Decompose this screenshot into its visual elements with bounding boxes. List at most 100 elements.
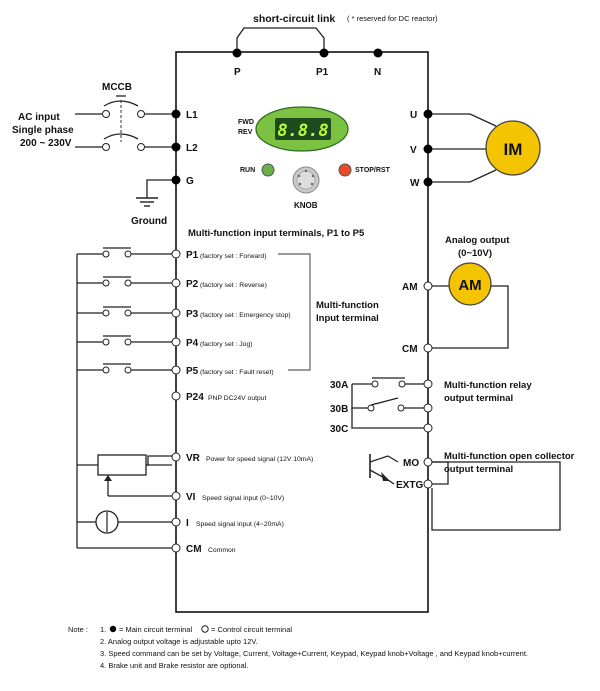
stop-rst-label: STOP/RST bbox=[355, 167, 391, 174]
terminal-vi-desc: Speed signal input (0~10V) bbox=[202, 495, 284, 502]
input-group-label-1: Multi-function bbox=[316, 300, 379, 311]
knob-label: KNOB bbox=[294, 201, 318, 210]
note-1-control: = Control circuit terminal bbox=[211, 625, 292, 634]
terminal-extg-circle bbox=[423, 479, 433, 489]
analog-output-range: (0~10V) bbox=[458, 248, 492, 259]
terminal-u-label: U bbox=[410, 110, 417, 121]
analog-output-title: Analog output bbox=[445, 235, 510, 246]
ground-label: Ground bbox=[131, 216, 167, 227]
terminal-v-label: V bbox=[410, 145, 417, 156]
terminal-w-label: W bbox=[410, 178, 420, 189]
terminal-p-dot bbox=[232, 48, 242, 58]
terminal-am-circle bbox=[423, 281, 433, 291]
terminal-g-label: G bbox=[186, 176, 194, 187]
main-terminal-legend-dot bbox=[109, 625, 117, 633]
note-1-main: = Main circuit terminal bbox=[119, 625, 192, 634]
relay-contacts bbox=[351, 377, 424, 429]
terminal-p24-desc: PNP DC24V output bbox=[208, 395, 267, 402]
note-2: 2. Analog output voltage is adjustable u… bbox=[100, 637, 258, 646]
transistor-icon bbox=[369, 454, 399, 485]
ac-input-line2: Single phase bbox=[12, 125, 74, 136]
input-group-label-2: Input terminal bbox=[316, 313, 379, 324]
terminal-p2-desc: (factory set : Reverse) bbox=[200, 282, 267, 289]
mccb-label: MCCB bbox=[102, 82, 132, 93]
input-switch-p4 bbox=[77, 335, 181, 347]
terminal-p2-input-label: P2 bbox=[186, 279, 199, 290]
control-terminal-legend-circle bbox=[201, 625, 209, 633]
terminal-p5-desc: (factory set : Fault reset) bbox=[200, 369, 274, 376]
inputs-heading: Multi-function input terminals, P1 to P5 bbox=[188, 228, 365, 239]
terminal-cm-out-circle bbox=[423, 343, 433, 353]
input-group-bracket bbox=[278, 253, 311, 371]
fwd-label: FWD bbox=[238, 119, 254, 126]
terminal-30c-circle bbox=[423, 423, 433, 433]
relay-label-2: output terminal bbox=[444, 393, 513, 404]
terminal-p-label: P bbox=[234, 67, 241, 78]
terminal-i-label: I bbox=[186, 518, 189, 529]
terminal-am-label: AM bbox=[402, 282, 418, 293]
terminal-p3-input-label: P3 bbox=[186, 309, 199, 320]
input-switch-p5 bbox=[77, 363, 181, 375]
run-button[interactable] bbox=[261, 163, 275, 177]
terminal-i-circle bbox=[171, 517, 181, 527]
terminal-p4-input-label: P4 bbox=[186, 338, 199, 349]
input-switch-p3 bbox=[77, 306, 181, 318]
terminal-vr-circle bbox=[171, 452, 181, 462]
rev-label: REV bbox=[238, 129, 253, 136]
run-label: RUN bbox=[240, 167, 255, 174]
terminal-n-label: N bbox=[374, 67, 381, 78]
short-circuit-link-label: short-circuit link bbox=[253, 13, 335, 25]
terminal-p1-desc: (factory set : Forward) bbox=[200, 253, 266, 260]
analog-meter-label: AM bbox=[458, 277, 481, 294]
terminal-cm-label: CM bbox=[186, 544, 202, 555]
oc-label-1: Multi-function open collector bbox=[444, 451, 575, 462]
analog-meter bbox=[448, 262, 492, 306]
led-display bbox=[275, 118, 331, 140]
terminal-30a-circle bbox=[423, 379, 433, 389]
short-circuit-link-wire bbox=[236, 27, 325, 52]
terminal-i-desc: Speed signal input (4~20mA) bbox=[196, 521, 284, 528]
stop-rst-button[interactable] bbox=[338, 163, 352, 177]
terminal-p24-circle bbox=[171, 391, 181, 401]
terminal-30b-circle bbox=[423, 403, 433, 413]
terminal-extg-label: EXTG bbox=[396, 480, 423, 491]
note-4: 4. Brake unit and Brake resistor are opt… bbox=[100, 661, 248, 670]
terminal-30b-label: 30B bbox=[330, 404, 348, 415]
notes-prefix: Note : bbox=[68, 625, 88, 634]
terminal-30c-label: 30C bbox=[330, 424, 348, 435]
terminal-n-dot bbox=[373, 48, 383, 58]
terminal-cm-circle bbox=[171, 543, 181, 553]
terminal-vr-desc: Power for speed signal (12V 10mA) bbox=[206, 456, 313, 463]
note-1-number: 1. bbox=[100, 625, 106, 634]
potentiometer bbox=[97, 454, 147, 476]
relay-label-1: Multi-function relay bbox=[444, 380, 532, 391]
reserved-note: ( * reserved for DC reactor) bbox=[347, 14, 438, 23]
terminal-vr-label: VR bbox=[186, 453, 201, 464]
terminal-vi-circle bbox=[171, 491, 181, 501]
terminal-30a-label: 30A bbox=[330, 380, 348, 391]
note-3: 3. Speed command can be set by Voltage, … bbox=[100, 649, 528, 658]
input-switch-p2 bbox=[77, 276, 181, 288]
terminal-l2-label: L2 bbox=[186, 143, 198, 154]
terminal-cm-desc: Common bbox=[208, 547, 236, 554]
terminal-mo-circle bbox=[423, 457, 433, 467]
induction-motor bbox=[485, 120, 541, 176]
oc-label-2: output terminal bbox=[444, 464, 513, 475]
terminal-vi-label: VI bbox=[186, 492, 196, 503]
terminal-p24-label: P24 bbox=[186, 392, 204, 403]
terminal-p3-desc: (factory set : Emergency stop) bbox=[200, 312, 291, 319]
input-switch-p1 bbox=[77, 247, 181, 259]
terminal-cm-out-label: CM bbox=[402, 344, 418, 355]
terminal-l1-label: L1 bbox=[186, 110, 198, 121]
inverter-body bbox=[175, 51, 429, 613]
terminal-p5-input-label: P5 bbox=[186, 366, 199, 377]
terminal-p4-desc: (factory set : Jog) bbox=[200, 341, 253, 348]
ac-input-line3: 200 ~ 230V bbox=[20, 138, 72, 149]
terminal-p1-input-label: P1 bbox=[186, 250, 199, 261]
display-digits: 8.8.8 bbox=[277, 121, 328, 141]
motor-label: IM bbox=[504, 140, 523, 159]
terminal-p1-label: P1 bbox=[316, 67, 329, 78]
terminal-mo-label: MO bbox=[403, 458, 419, 469]
ac-input-line1: AC input bbox=[18, 112, 60, 123]
